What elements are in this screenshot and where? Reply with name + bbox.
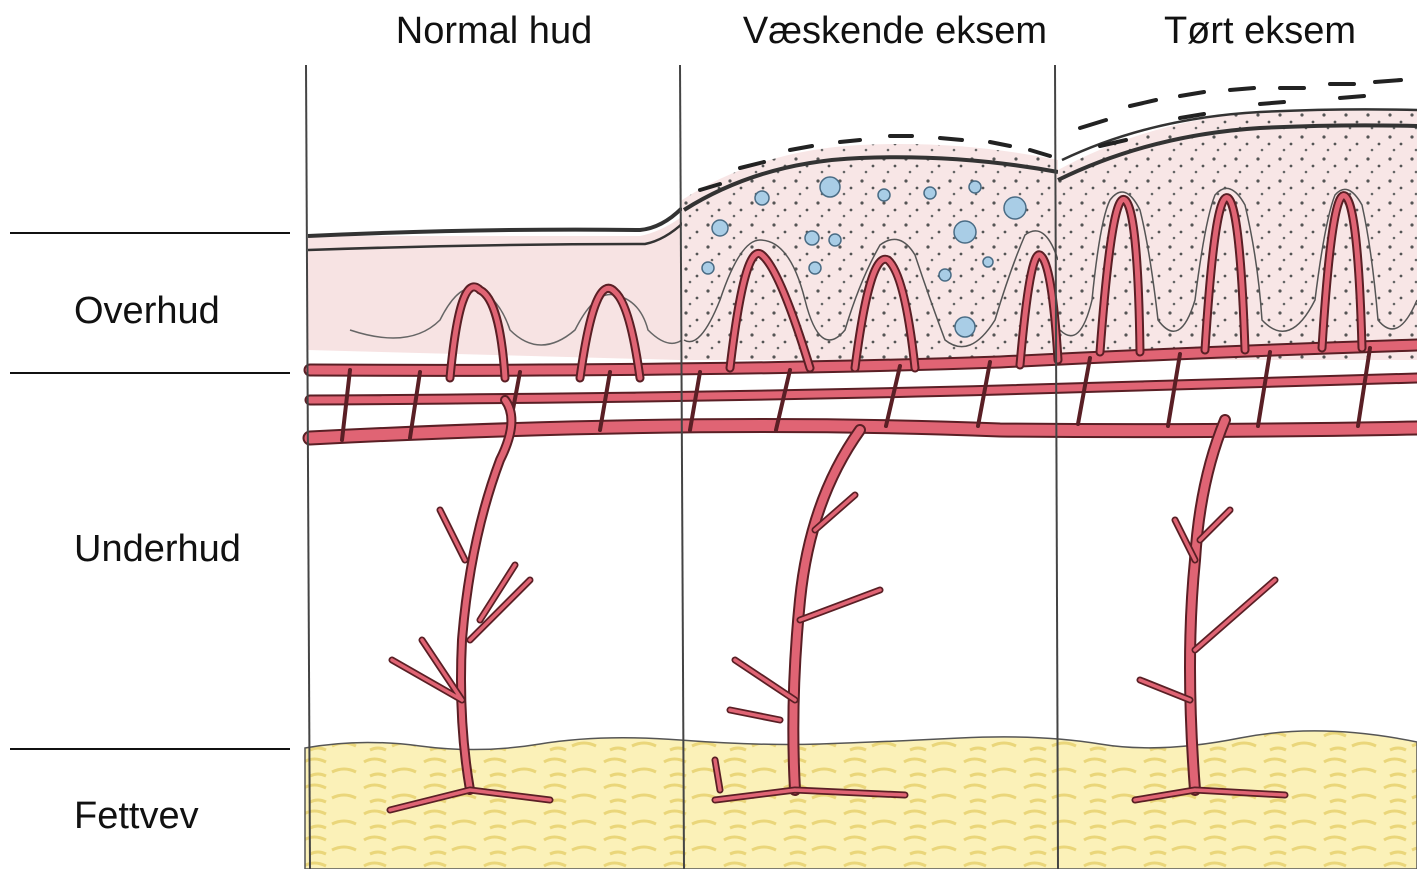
normal-epidermis-body: [308, 218, 680, 360]
blister: [983, 257, 993, 267]
blister: [878, 189, 890, 201]
layer-separator: [10, 748, 290, 750]
fat-layer: [305, 731, 1417, 869]
column-title-dry: Tørt eksem: [1164, 10, 1356, 53]
blister: [924, 187, 936, 199]
blister: [1004, 197, 1026, 219]
layer-separator: [10, 372, 290, 374]
layer-label-dermis: Underhud: [74, 528, 241, 571]
layer-label-fat: Fettvev: [74, 795, 199, 838]
epidermis-normal: [308, 208, 684, 360]
blister: [954, 221, 976, 243]
fat-tissue: [305, 731, 1417, 869]
blister: [820, 177, 840, 197]
blister: [955, 317, 975, 337]
blister: [939, 269, 951, 281]
blister: [805, 231, 819, 245]
column-title-weeping: Væskende eksem: [743, 10, 1047, 53]
blister: [712, 220, 728, 236]
blister: [829, 234, 841, 246]
column-title-normal: Normal hud: [396, 10, 592, 53]
blister: [809, 262, 821, 274]
layer-separator: [10, 232, 290, 234]
blister: [702, 262, 714, 274]
layer-label-epidermis: Overhud: [74, 290, 220, 333]
blister: [755, 191, 769, 205]
blister: [969, 181, 981, 193]
normal-stratum-corneum: [308, 208, 682, 236]
